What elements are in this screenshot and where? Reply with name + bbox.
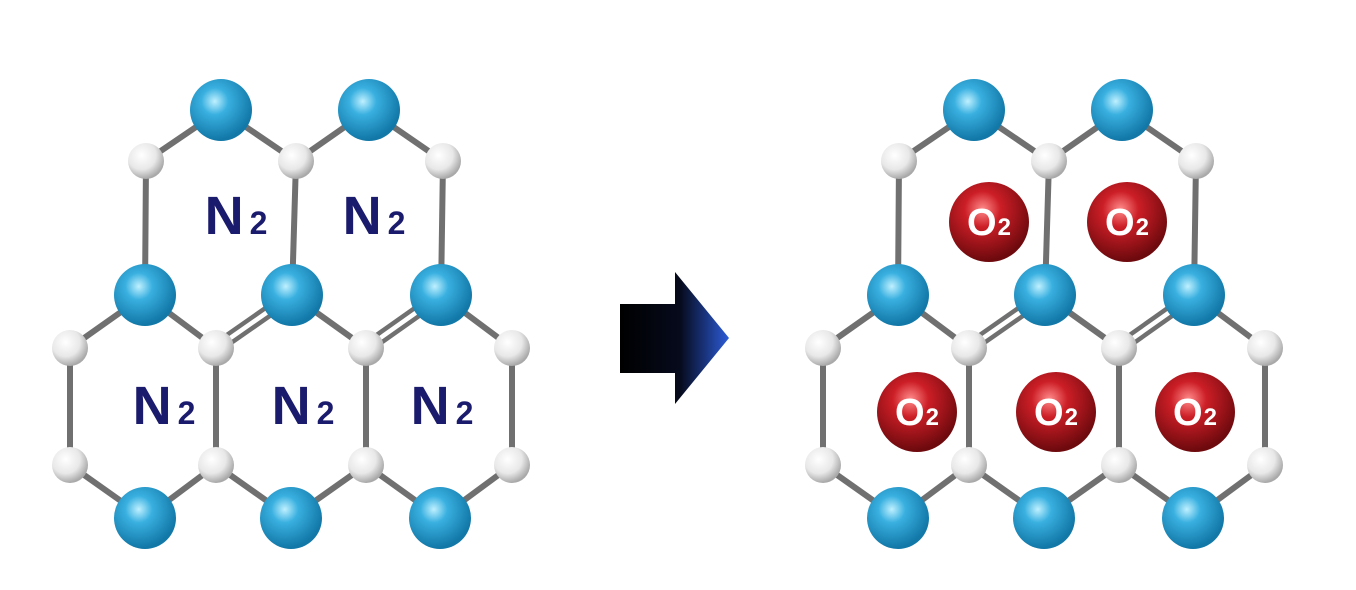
subscript: 2 [456, 395, 474, 431]
element-symbol: N [411, 376, 450, 436]
o2-sphere [949, 182, 1029, 262]
large-atom [338, 79, 400, 141]
small-atom [1101, 330, 1137, 366]
large-atom [190, 79, 252, 141]
element-symbol: N [133, 376, 172, 436]
subscript: 2 [178, 395, 196, 431]
o2-sphere [1155, 372, 1235, 452]
molecule-label: O2 [1105, 202, 1149, 244]
large-atom [943, 79, 1005, 141]
small-atom [1031, 143, 1067, 179]
small-atom [494, 330, 530, 366]
small-atom [128, 143, 164, 179]
large-atom [1013, 487, 1075, 549]
small-atom [348, 330, 384, 366]
molecule-label: O2 [967, 202, 1011, 244]
subscript: 2 [1136, 214, 1149, 241]
element-symbol: O [895, 392, 925, 434]
o2-molecule: O2 [877, 372, 957, 452]
small-atom [198, 447, 234, 483]
o2-molecule: O2 [949, 182, 1029, 262]
molecule-label: O2 [1173, 392, 1217, 434]
small-atom [278, 143, 314, 179]
small-atom [1247, 447, 1283, 483]
o2-sphere [1087, 182, 1167, 262]
small-atom [805, 330, 841, 366]
small-atom [805, 447, 841, 483]
subscript: 2 [388, 205, 406, 241]
large-atom [1162, 487, 1224, 549]
small-atom [951, 330, 987, 366]
small-atom [348, 447, 384, 483]
small-atom [881, 143, 917, 179]
molecule-label: O2 [1034, 392, 1078, 434]
large-atom [260, 487, 322, 549]
atoms [805, 79, 1283, 549]
o2-molecule: O2 [1155, 372, 1235, 452]
molecule-label: O2 [895, 392, 939, 434]
large-atom [410, 264, 472, 326]
right-arrow-icon [620, 272, 729, 404]
element-symbol: O [1034, 392, 1064, 434]
subscript: 2 [998, 214, 1011, 241]
small-atom [951, 447, 987, 483]
o2-sphere [1016, 372, 1096, 452]
subscript: 2 [250, 205, 268, 241]
small-atom [198, 330, 234, 366]
large-atom [1091, 79, 1153, 141]
o2-molecule: O2 [1016, 372, 1096, 452]
large-atom [1014, 264, 1076, 326]
large-atom [114, 264, 176, 326]
small-atom [1247, 330, 1283, 366]
element-symbol: O [1173, 392, 1203, 434]
large-atom [261, 264, 323, 326]
large-atom [114, 487, 176, 549]
subscript: 2 [1204, 404, 1217, 431]
o2-sphere [877, 372, 957, 452]
o2-molecule: O2 [1087, 182, 1167, 262]
large-atom [867, 487, 929, 549]
element-symbol: N [205, 186, 244, 246]
large-atom [867, 264, 929, 326]
small-atom [494, 447, 530, 483]
subscript: 2 [1065, 404, 1078, 431]
element-symbol: O [967, 202, 997, 244]
small-atom [52, 447, 88, 483]
element-symbol: N [272, 376, 311, 436]
large-atom [1163, 264, 1225, 326]
element-symbol: O [1105, 202, 1135, 244]
subscript: 2 [317, 395, 335, 431]
subscript: 2 [926, 404, 939, 431]
atoms [52, 79, 530, 549]
element-symbol: N [343, 186, 382, 246]
large-atom [409, 487, 471, 549]
small-atom [1101, 447, 1137, 483]
small-atom [1178, 143, 1214, 179]
small-atom [52, 330, 88, 366]
small-atom [425, 143, 461, 179]
